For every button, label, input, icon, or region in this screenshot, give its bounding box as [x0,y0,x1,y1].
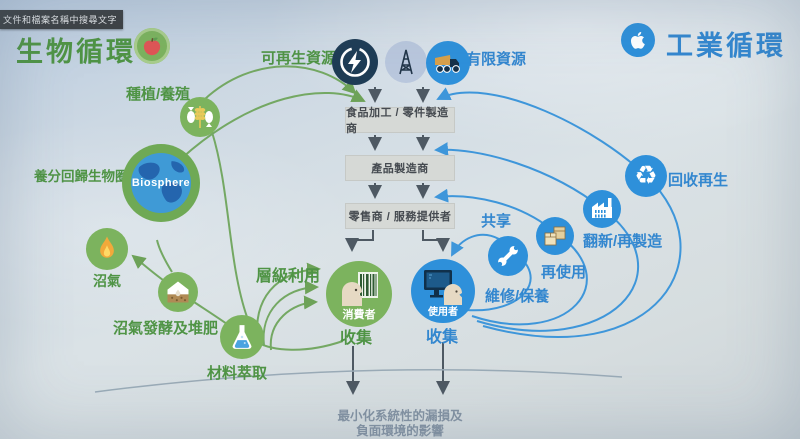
reuse-label: 再使用 [541,264,587,281]
collection-industrial-label: 收集 [426,329,459,346]
bottom-note: 最小化系統性的漏損及 負面環境的影響 [300,409,500,439]
flow-box-processing: 食品加工 / 零件製造商 [346,107,454,135]
apple-fruit-icon [134,28,170,64]
recycle-label: 回收再生 [668,172,729,189]
user-icon: 使用者 [411,259,475,323]
nutrients-label: 養分回歸生物圈 [34,169,129,184]
finite-resources-label: 有限資源 [466,51,527,68]
flow-box-retailer: 零售商 / 服務提供者 [346,204,454,228]
bottom-note-line2: 負面環境的影響 [356,424,444,438]
recycle-glyph: ♻ [634,161,658,191]
mining-truck-icon [426,41,470,85]
biosphere-label: Biosphere [131,176,191,189]
industrial-cycle-title: 工業循環 [666,31,786,61]
collection-bio-label: 收集 [340,330,373,347]
cascade-label: 層級利用 [256,268,321,285]
apple-logo-icon [621,23,655,57]
refurbish-factory-icon [583,190,621,228]
bottom-note-line1: 最小化系統性的漏損及 [337,409,463,423]
farming-icon [180,97,220,137]
renewable-energy-icon [332,39,378,85]
renewable-resources-label: 可再生資源 [261,50,337,67]
earth-globe: Biosphere [130,152,192,214]
repair-wrench-icon [488,236,528,276]
share-label: 共享 [481,213,512,230]
consumer-icon: 消費者 [326,261,392,327]
maintain-label: 維修/保養 [485,288,550,305]
refurbish-label: 翻新/再製造 [583,233,663,250]
reuse-boxes-icon [536,217,574,255]
oil-derrick-icon [385,41,427,83]
biosphere-icon: Biosphere [122,144,200,222]
extraction-label: 材料萃取 [207,365,268,382]
flow-box-manufacturer: 產品製造商 [346,156,454,180]
extraction-flask-icon [220,315,264,359]
bio-cycle-title: 生物循環 [16,37,136,67]
user-label: 使用者 [428,307,458,318]
farming-label: 種植/養殖 [126,86,191,103]
recycle-icon: ♻ [625,155,667,197]
biogas-flame-icon [86,228,128,270]
consumer-label: 消費者 [342,309,376,321]
search-tooltip: 文件和檔案名稱中搜尋文字 [0,10,124,29]
biogas-label: 沼氣 [93,273,121,289]
digestion-label: 沼氣發酵及堆肥 [113,320,219,337]
composting-icon [158,272,198,312]
